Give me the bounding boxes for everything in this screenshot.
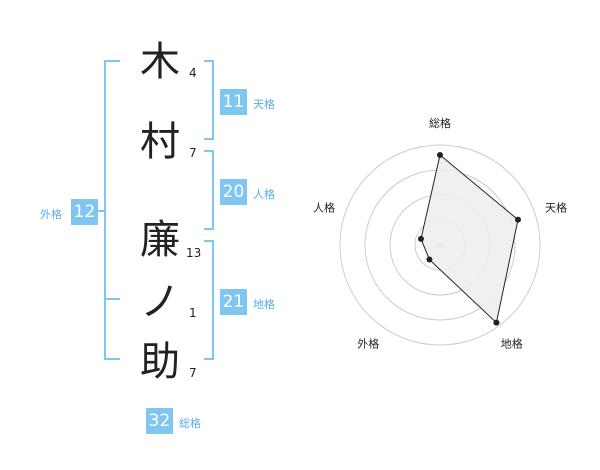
jinkaku-label: 人格 bbox=[253, 188, 275, 201]
gaikaku-value: 12 bbox=[71, 199, 98, 225]
jinkaku-value: 20 bbox=[220, 179, 247, 205]
radar-point-2 bbox=[493, 319, 500, 326]
radar-ring-4 bbox=[339, 144, 541, 346]
chikaku-label: 地格 bbox=[253, 298, 275, 311]
name-char-2: 村 bbox=[140, 119, 180, 165]
radar-axis-label-4: 人格 bbox=[313, 200, 335, 214]
jinkaku-bracket bbox=[212, 150, 214, 230]
radar-axis-label-0: 総格 bbox=[429, 116, 451, 130]
gaikaku-bracket-bottom bbox=[104, 358, 120, 360]
stroke-count-2: 7 bbox=[189, 146, 197, 160]
tenkaku-label: 天格 bbox=[253, 98, 275, 111]
name-char-4: ノ bbox=[140, 279, 180, 325]
name-char-1: 木 bbox=[140, 39, 180, 85]
gaikaku-label: 外格 bbox=[40, 208, 62, 221]
stroke-count-5: 7 bbox=[189, 366, 197, 380]
tenkaku-bracket-bottom bbox=[204, 138, 214, 140]
tenkaku-value: 11 bbox=[220, 89, 247, 115]
radar-axis-label-1: 天格 bbox=[545, 200, 567, 214]
stroke-count-3: 13 bbox=[186, 246, 202, 260]
name-char-3: 廉 bbox=[140, 217, 180, 263]
stroke-count-1: 4 bbox=[189, 66, 197, 80]
name-char-5: 助 bbox=[140, 339, 180, 385]
gaikaku-bracket-mid bbox=[104, 298, 120, 300]
chikaku-bracket bbox=[212, 240, 214, 360]
tenkaku-bracket-top bbox=[204, 60, 214, 62]
radar-point-0 bbox=[437, 152, 443, 158]
jinkaku-bracket-top bbox=[204, 150, 214, 152]
soukaku-value: 32 bbox=[146, 408, 173, 434]
chikaku-value: 21 bbox=[220, 289, 247, 315]
gaikaku-bracket-top bbox=[104, 60, 120, 62]
chikaku-bracket-top bbox=[204, 240, 214, 242]
soukaku-label: 総格 bbox=[179, 417, 201, 430]
chikaku-bracket-bottom bbox=[204, 358, 214, 360]
radar-area bbox=[420, 154, 519, 324]
tenkaku-bracket bbox=[212, 60, 214, 140]
stroke-count-4: 1 bbox=[189, 306, 197, 320]
radar-point-3 bbox=[426, 256, 433, 263]
jinkaku-bracket-bottom bbox=[204, 228, 214, 230]
radar-point-4 bbox=[417, 235, 424, 242]
radar-point-1 bbox=[514, 216, 521, 223]
radar-axis-label-3: 外格 bbox=[357, 337, 379, 351]
radar-axis-label-2: 地格 bbox=[501, 337, 523, 351]
gaikaku-bracket-tick bbox=[98, 210, 106, 212]
